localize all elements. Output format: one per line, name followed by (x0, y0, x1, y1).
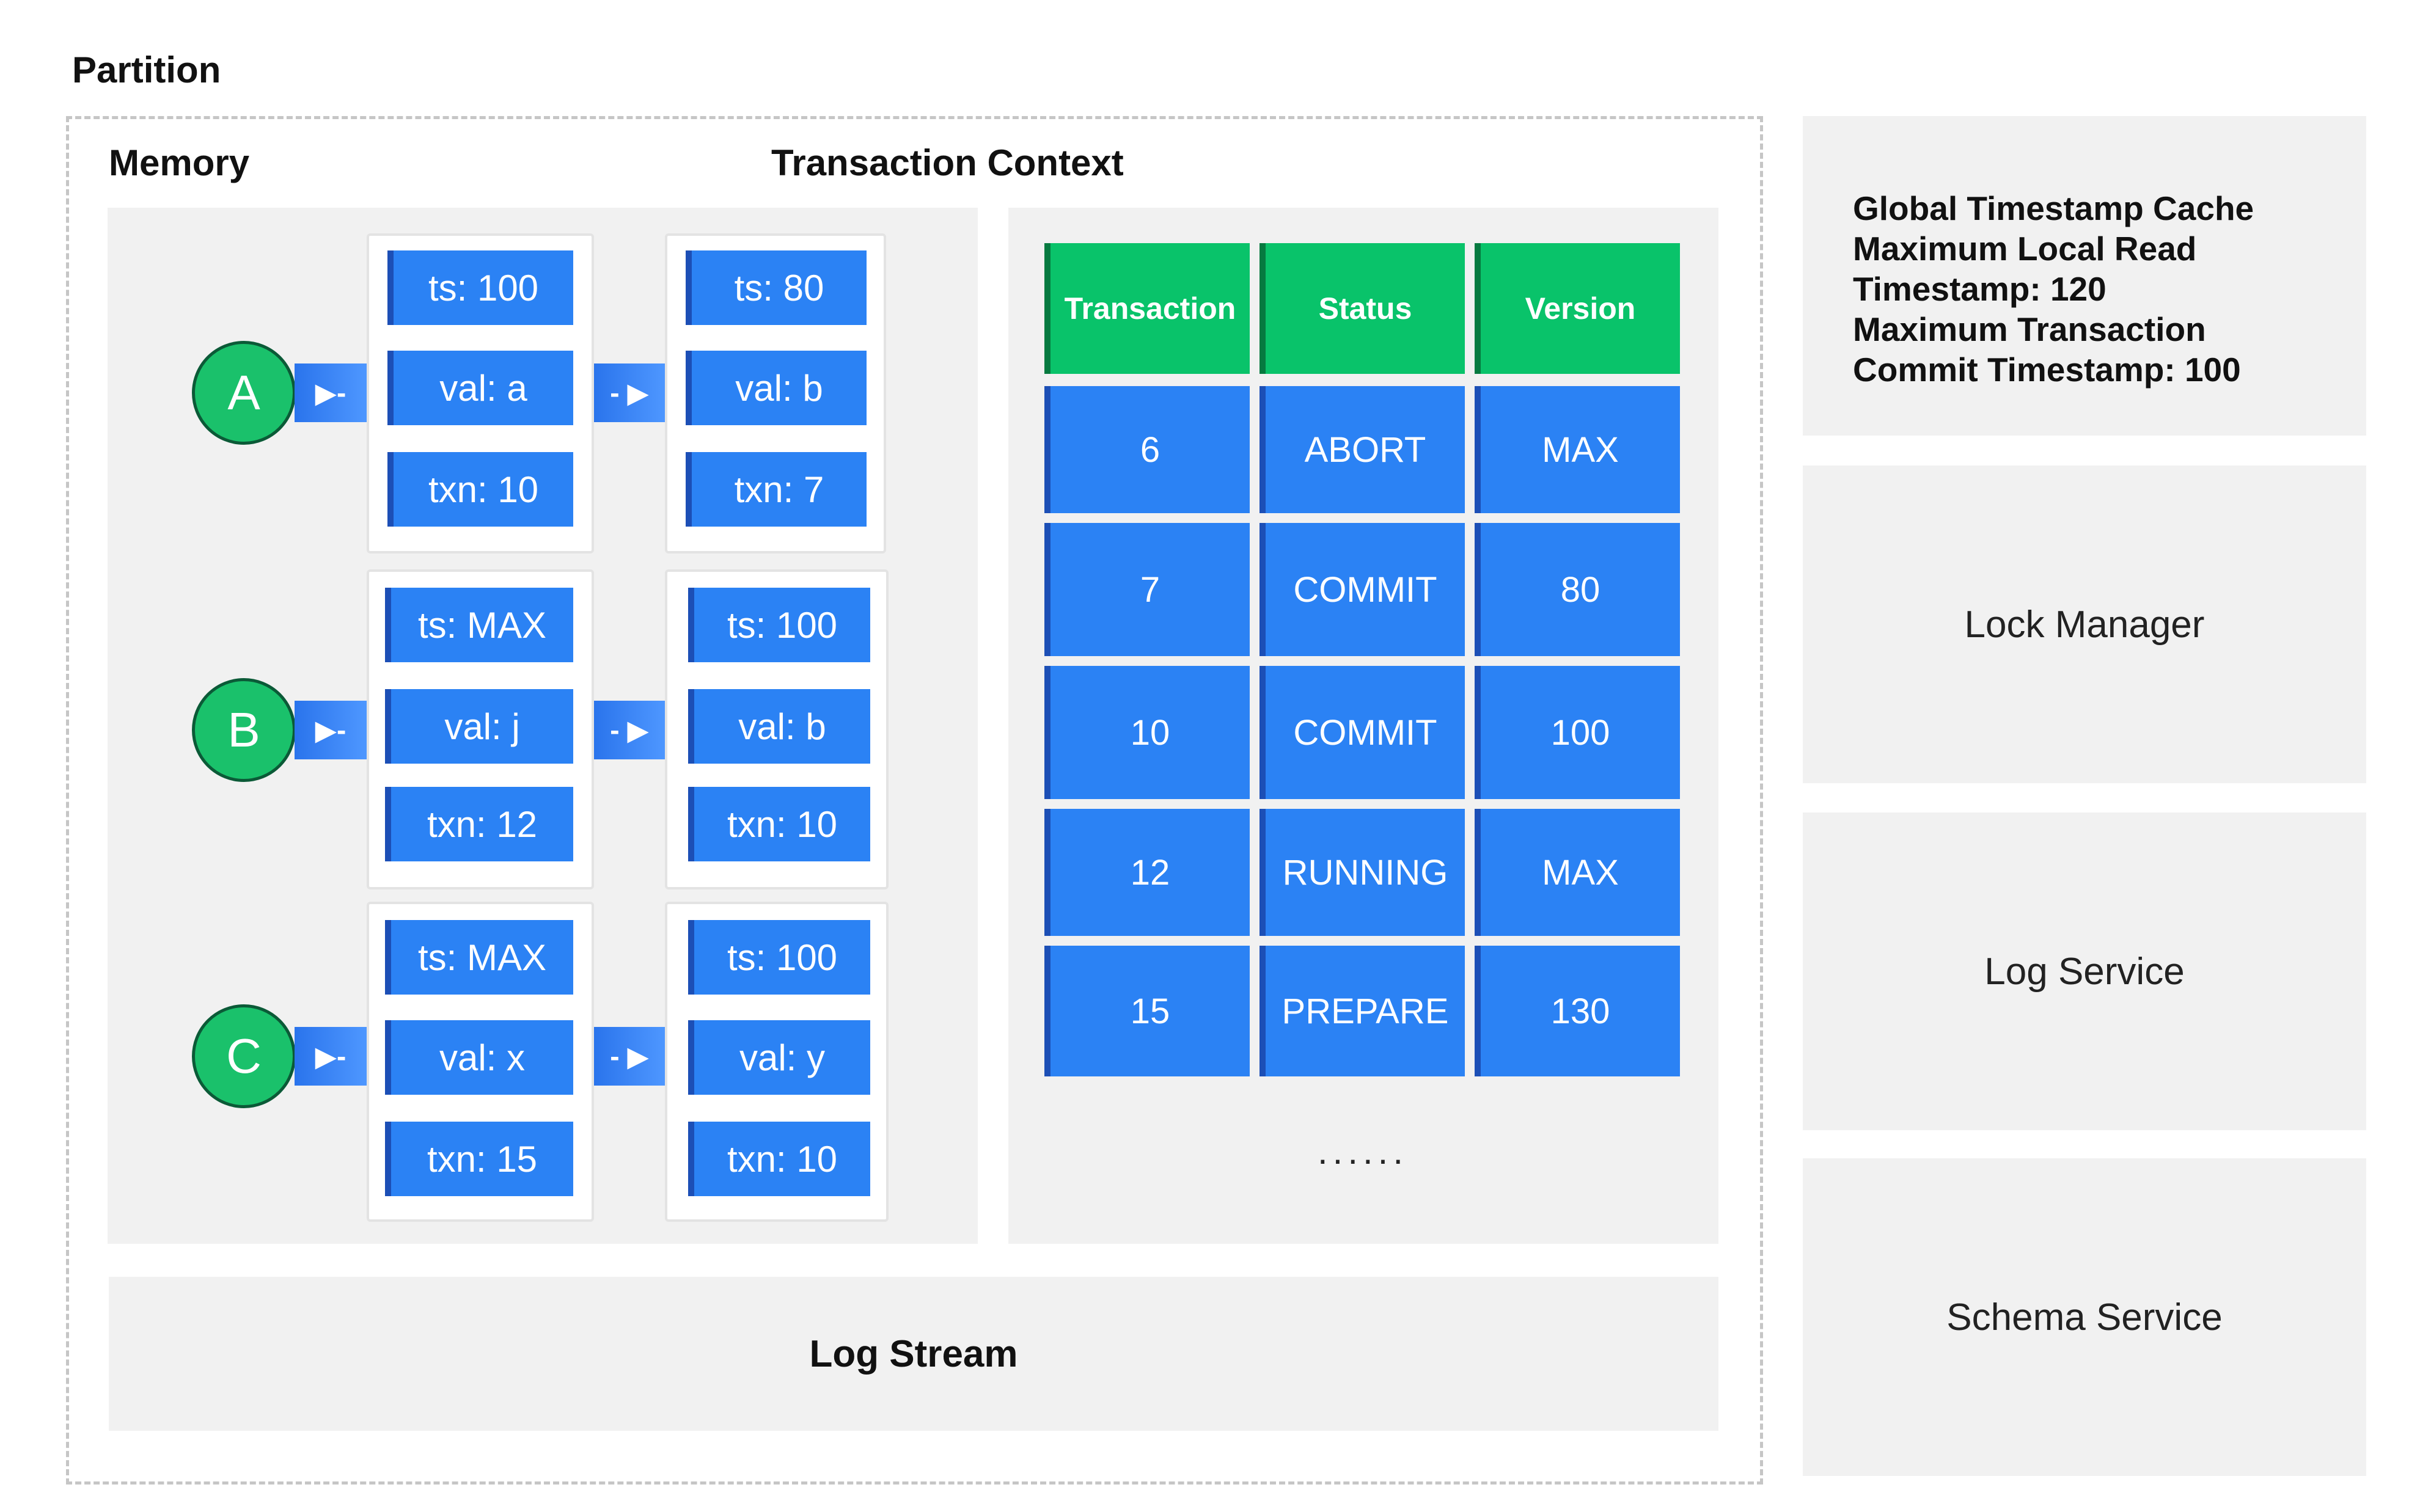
lock-manager-label: Lock Manager (1964, 603, 2205, 646)
node-connector-a: ▶- (295, 363, 367, 422)
version-ts: ts: MAX (385, 588, 573, 662)
version-val: val: j (385, 689, 573, 764)
header-transaction: Transaction (1044, 243, 1250, 374)
global-timestamp-cache-panel: Global Timestamp Cache Maximum Local Rea… (1803, 116, 2366, 436)
version-txn: txn: 10 (387, 452, 573, 527)
version-ts: ts: MAX (385, 920, 573, 995)
version-connector-b: - ▶ (594, 701, 665, 759)
cell-version: 80 (1475, 523, 1680, 656)
version-txn: txn: 12 (385, 787, 573, 861)
version-connector-c: - ▶ (594, 1027, 665, 1086)
header-status: Status (1260, 243, 1465, 374)
header-version: Version (1475, 243, 1680, 374)
version-card-c-2: ts: 100 val: y txn: 10 (665, 902, 889, 1222)
key-node-c: C (192, 1004, 296, 1108)
version-val: val: y (688, 1020, 870, 1095)
transaction-context-title: Transaction Context (771, 142, 1124, 183)
log-service-panel: Log Service (1803, 813, 2366, 1130)
version-card-b-1: ts: MAX val: j txn: 12 (367, 569, 594, 889)
key-node-a: A (192, 341, 296, 445)
global-timestamp-cache-text: Global Timestamp Cache Maximum Local Rea… (1853, 189, 2254, 389)
cell-transaction: 10 (1044, 666, 1250, 799)
version-card-c-1: ts: MAX val: x txn: 15 (367, 902, 594, 1222)
schema-service-label: Schema Service (1946, 1296, 2223, 1339)
version-txn: txn: 7 (686, 452, 867, 527)
log-stream-label: Log Stream (809, 1332, 1018, 1375)
version-ts: ts: 100 (688, 920, 870, 995)
version-connector-a: - ▶ (594, 363, 665, 422)
version-ts: ts: 100 (688, 588, 870, 662)
more-rows-ellipsis: ...... (1317, 1131, 1409, 1172)
version-val: val: a (387, 351, 573, 425)
version-card-b-2: ts: 100 val: b txn: 10 (665, 569, 889, 889)
version-ts: ts: 80 (686, 250, 867, 325)
log-stream-panel: Log Stream (109, 1277, 1718, 1431)
memory-panel: A ▶- ts: 100 val: a txn: 10 - ▶ ts: 80 v… (108, 208, 978, 1244)
cell-transaction: 7 (1044, 523, 1250, 656)
cell-status: RUNNING (1260, 809, 1465, 936)
cell-version: MAX (1475, 386, 1680, 513)
cell-status: COMMIT (1260, 666, 1465, 799)
cell-transaction: 6 (1044, 386, 1250, 513)
cell-version: 130 (1475, 946, 1680, 1076)
version-ts: ts: 100 (387, 250, 573, 325)
cell-transaction: 15 (1044, 946, 1250, 1076)
log-service-label: Log Service (1984, 950, 2185, 993)
version-val: val: b (688, 689, 870, 764)
key-node-b: B (192, 678, 296, 782)
version-val: val: b (686, 351, 867, 425)
cell-status: COMMIT (1260, 523, 1465, 656)
schema-service-panel: Schema Service (1803, 1158, 2366, 1476)
memory-title: Memory (109, 142, 250, 183)
cell-status: PREPARE (1260, 946, 1465, 1076)
node-connector-c: ▶- (295, 1027, 367, 1086)
lock-manager-panel: Lock Manager (1803, 466, 2366, 783)
version-val: val: x (385, 1020, 573, 1095)
partition-title: Partition (72, 49, 221, 90)
version-txn: txn: 10 (688, 787, 870, 861)
version-txn: txn: 15 (385, 1122, 573, 1196)
cell-version: MAX (1475, 809, 1680, 936)
cell-transaction: 12 (1044, 809, 1250, 936)
version-card-a-2: ts: 80 val: b txn: 7 (665, 233, 886, 553)
version-txn: txn: 10 (688, 1122, 870, 1196)
cell-status: ABORT (1260, 386, 1465, 513)
cell-version: 100 (1475, 666, 1680, 799)
node-connector-b: ▶- (295, 701, 367, 759)
partition-boundary (66, 116, 1763, 1485)
version-card-a-1: ts: 100 val: a txn: 10 (367, 233, 594, 553)
